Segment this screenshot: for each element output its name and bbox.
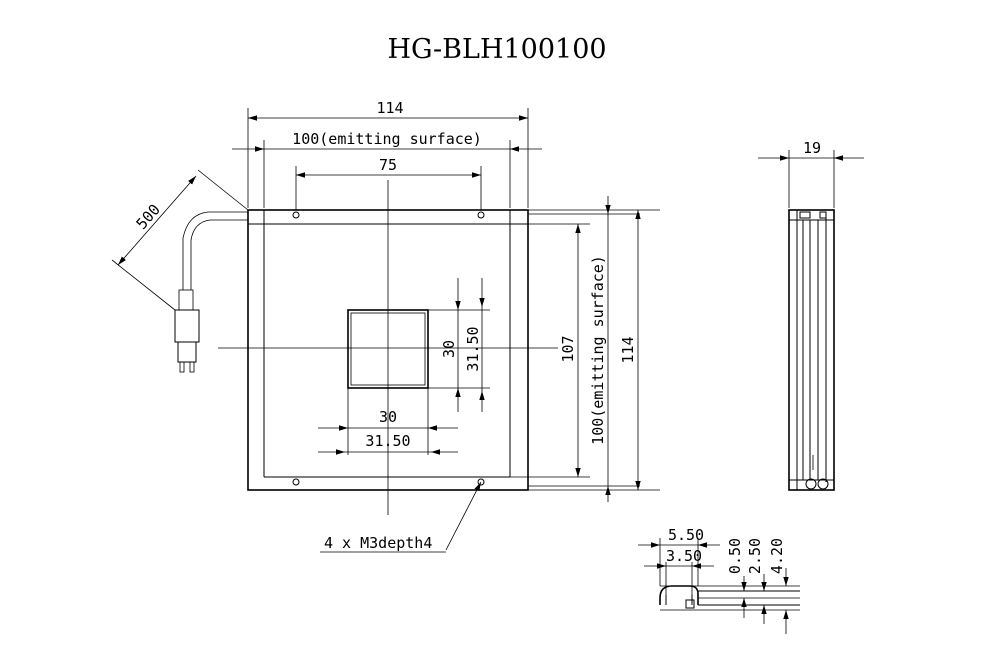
- mount-hole: [477, 211, 485, 219]
- center-window: [347, 309, 429, 389]
- drawing-title: HG-BLH100100: [387, 34, 606, 65]
- dim-height-114: 114: [619, 336, 637, 363]
- dim-hole-pitch: 75: [379, 156, 397, 174]
- hole-callout: 4 x M3depth4: [324, 534, 432, 552]
- mount-hole: [292, 211, 300, 219]
- dim-top-width: 114: [376, 99, 403, 117]
- dim-window-h-30: 30: [440, 340, 458, 358]
- dim-detail-050: 0.50: [726, 538, 744, 574]
- front-dimensions: 114 100(emitting surface) 75 500 107 10: [111, 99, 660, 553]
- side-view: [788, 209, 835, 491]
- dim-detail-420: 4.20: [768, 538, 786, 574]
- dim-detail-350: 3.50: [666, 547, 702, 565]
- dim-window-w-3150: 31.50: [365, 432, 410, 450]
- mount-hole: [292, 478, 300, 486]
- front-view: [218, 180, 558, 515]
- dim-emitting-width: 100(emitting surface): [292, 130, 482, 148]
- dim-thickness: 19: [803, 139, 821, 157]
- detail-dimensions: 5.50 3.50 0.50 2.50 4.20: [638, 526, 789, 634]
- dim-window-w-30: 30: [379, 408, 397, 426]
- dim-window-h-3150: 31.50: [464, 326, 482, 371]
- detail-view: [659, 585, 800, 611]
- dim-cable-length: 500: [133, 201, 164, 233]
- dim-emitting-height: 100(emitting surface): [589, 255, 607, 445]
- side-dimensions: 19: [758, 139, 864, 208]
- dim-detail-250: 2.50: [746, 538, 764, 574]
- dim-detail-550: 5.50: [668, 526, 704, 544]
- dim-height-107: 107: [559, 335, 577, 362]
